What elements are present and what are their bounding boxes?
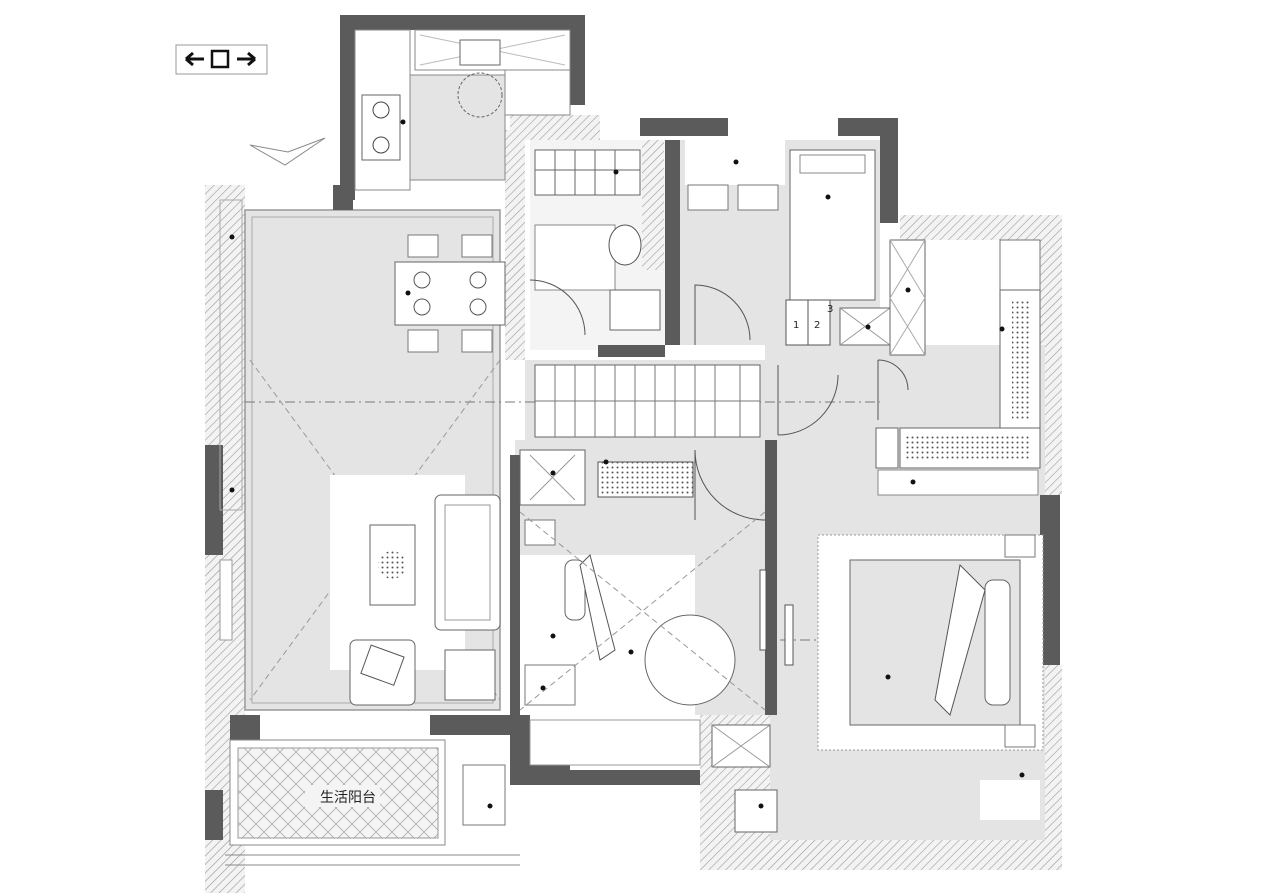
sink-icon bbox=[609, 289, 661, 331]
bedroom-2 bbox=[519, 449, 767, 766]
bed bbox=[789, 149, 876, 301]
arrow-left-icon bbox=[185, 51, 204, 67]
master-bedroom bbox=[711, 534, 1045, 833]
exit-sign-icon bbox=[210, 49, 230, 69]
structural-walls bbox=[205, 15, 1060, 840]
sofa bbox=[434, 494, 501, 631]
closet-number-3: 3 bbox=[827, 304, 833, 315]
balcony: 生活阳台 bbox=[225, 739, 520, 866]
living-area bbox=[219, 199, 880, 706]
kitchen bbox=[354, 29, 571, 191]
closet-number-2: 2 bbox=[814, 320, 820, 331]
balcony-label: 生活阳台 bbox=[320, 790, 376, 806]
toilet-icon bbox=[608, 224, 642, 266]
armchair bbox=[349, 639, 416, 706]
direction-chevron-icon bbox=[249, 137, 326, 166]
bathroom bbox=[529, 140, 664, 336]
sink-icon bbox=[459, 39, 501, 66]
stove-icon bbox=[361, 94, 401, 161]
staircase bbox=[534, 364, 839, 438]
light-points bbox=[229, 119, 1025, 809]
bedroom-3: 1 2 3 bbox=[685, 140, 891, 346]
closet-number-1: 1 bbox=[793, 320, 799, 331]
walk-in-closet bbox=[875, 239, 1041, 496]
arrow-right-icon bbox=[237, 51, 256, 67]
exit-sign bbox=[175, 44, 268, 75]
dining-table bbox=[394, 234, 506, 353]
decor-icon bbox=[378, 551, 406, 579]
